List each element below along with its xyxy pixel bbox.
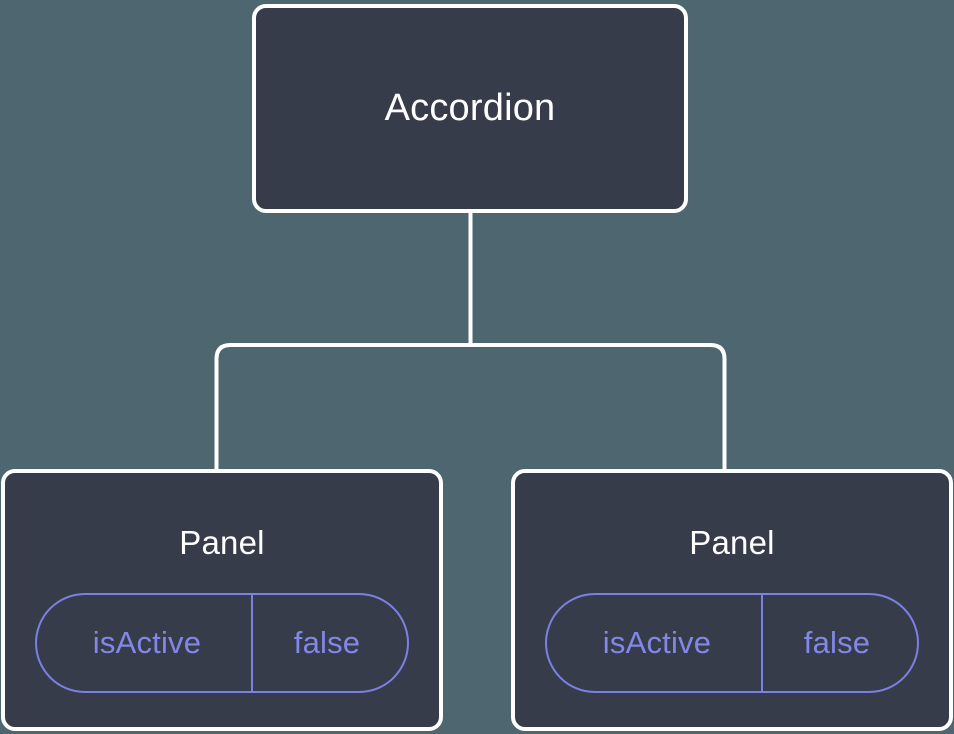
node-accordion[interactable]: Accordion bbox=[252, 4, 688, 213]
prop-value-isactive-panel-2: false bbox=[803, 625, 871, 661]
prop-key-isactive-panel-2: isActive bbox=[547, 595, 763, 692]
edge-split-bar bbox=[214, 343, 727, 471]
prop-pill-panel-2[interactable]: isActive false bbox=[545, 593, 919, 694]
node-panel-1[interactable]: Panel isActive false bbox=[1, 469, 443, 731]
prop-value-isactive-panel-1: false bbox=[293, 625, 361, 661]
prop-key-isactive-panel-1: isActive bbox=[37, 595, 253, 692]
node-panel-2-label: Panel bbox=[689, 524, 775, 561]
prop-pill-panel-1[interactable]: isActive false bbox=[35, 593, 409, 694]
node-panel-1-label: Panel bbox=[179, 524, 265, 561]
node-panel-2[interactable]: Panel isActive false bbox=[511, 469, 953, 731]
node-accordion-label: Accordion bbox=[384, 86, 556, 129]
